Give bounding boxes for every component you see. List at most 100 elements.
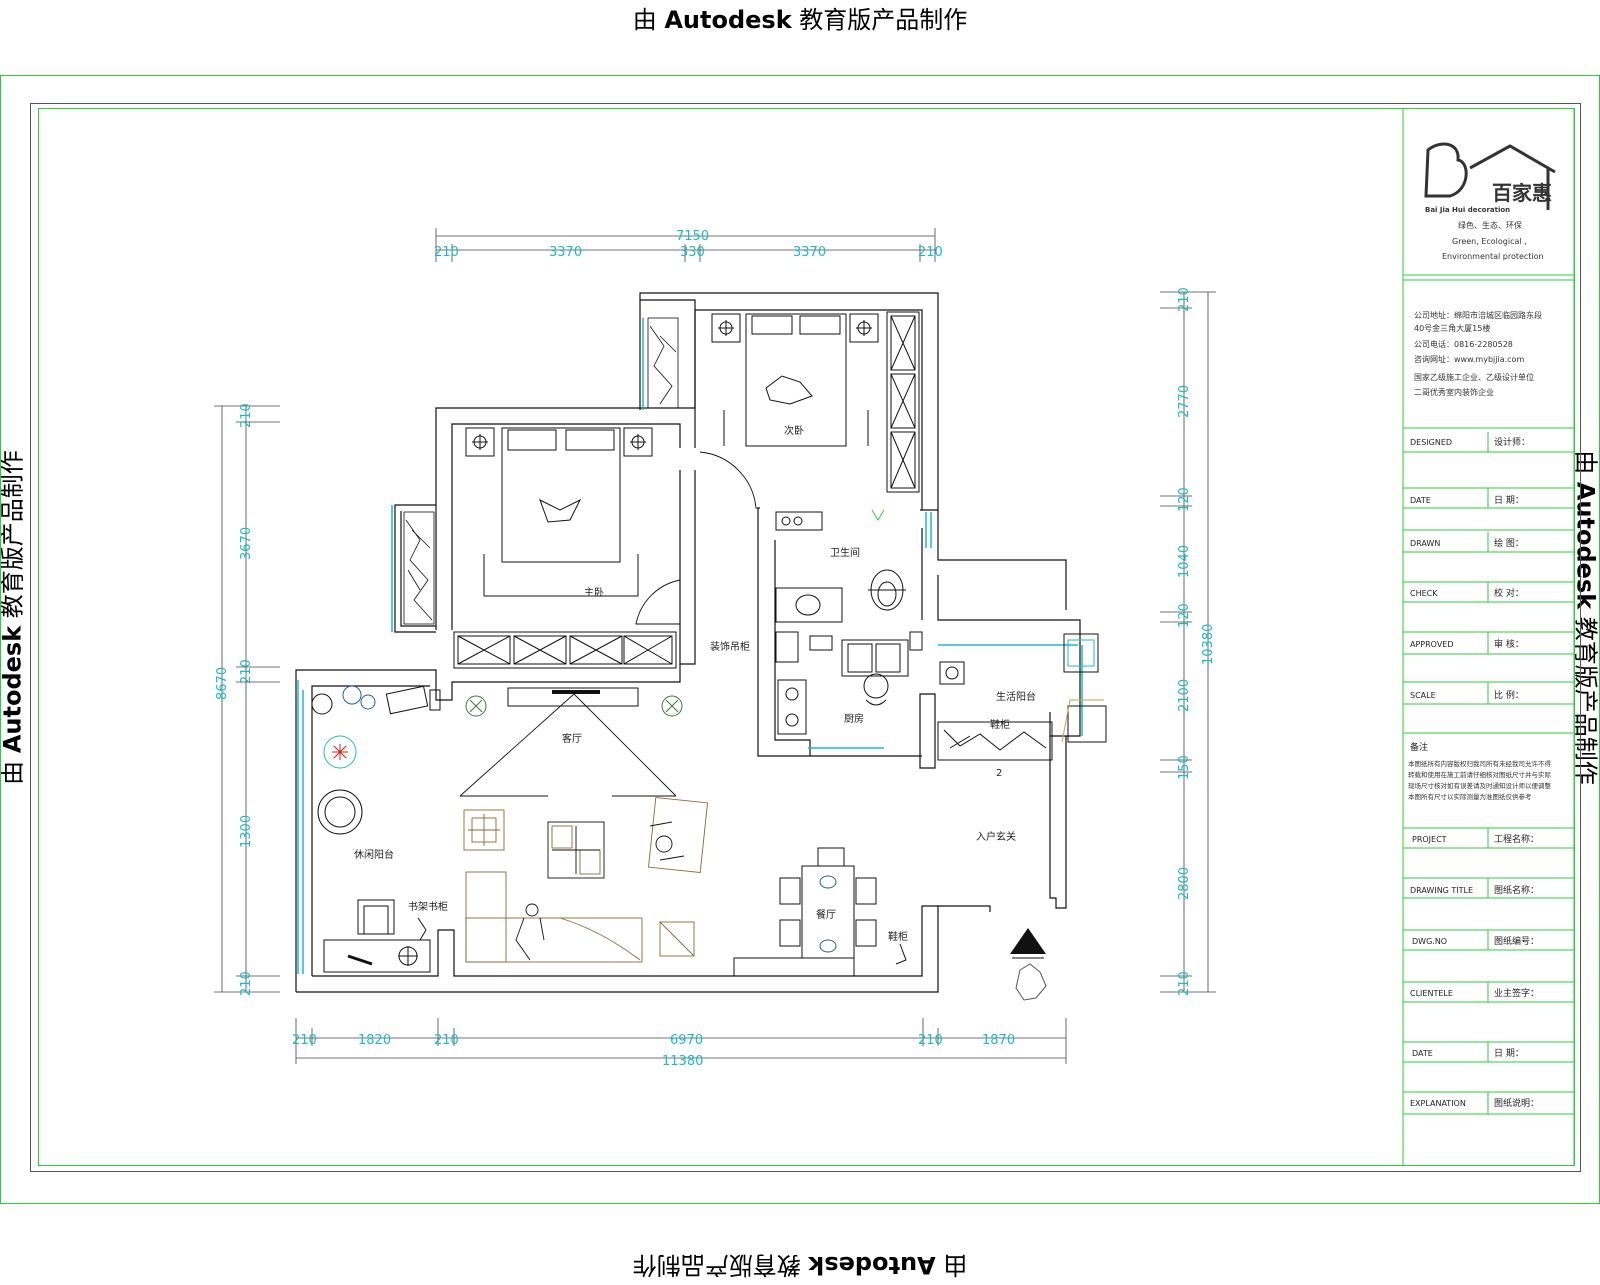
tb-value-designed: 设计师： [1494, 436, 1530, 448]
tv-screen [552, 690, 600, 694]
room-label-laundry-balcony: 生活阳台 [996, 690, 1036, 703]
entrance-arrow-icon [1010, 928, 1046, 1000]
dim-top-total: 7150 [676, 229, 709, 244]
dim-left-seg-2: 3670 [239, 527, 254, 560]
title-block-rows-1: DESIGNED 设计师： DATE 日 期： DRAWN 绘 图： CHECK… [1403, 432, 1574, 704]
tb-label-date-2: DATE [1412, 1049, 1433, 1058]
tb-value-drawing-title: 图纸名称： [1494, 884, 1539, 896]
doors [636, 452, 760, 624]
walls [296, 293, 1080, 992]
tb-label-designed: DESIGNED [1410, 438, 1452, 447]
company-address-2: 40号金三角大厦15楼 [1414, 323, 1490, 333]
dim-right-seg-1: 210 [1177, 287, 1192, 312]
room-label-bathroom: 卫生间 [830, 546, 860, 559]
tb-value-scale: 比 例： [1494, 689, 1524, 701]
dim-left-seg-3: 210 [239, 659, 254, 684]
label-tv-cabinet: 鞋柜 [888, 930, 908, 943]
dim-right-seg-6: 2100 [1177, 679, 1192, 712]
tb-label-scale: SCALE [1410, 691, 1436, 700]
dim-left-total: 8670 [215, 667, 230, 700]
dim-right-seg-5: 120 [1177, 603, 1192, 628]
kitchen-fixtures [776, 632, 964, 734]
tb-value-dwg-no: 图纸编号： [1494, 935, 1539, 947]
tb-value-project: 工程名称： [1494, 833, 1539, 845]
dim-right-seg-9: 210 [1177, 971, 1192, 996]
label-display-cabinet: 装饰吊柜 [710, 640, 750, 653]
dim-left-seg-4: 1300 [239, 815, 254, 848]
company-address-1: 公司地址：绵阳市涪城区临园路东段 [1414, 310, 1542, 320]
dining-table [734, 848, 876, 976]
tb-label-drawing-title: DRAWING TITLE [1410, 886, 1473, 895]
logo-name: 百家惠 [1492, 181, 1552, 205]
tb-value-approved: 审 核： [1494, 638, 1524, 650]
wardrobe-second [887, 312, 919, 492]
dim-right-total: 10380 [1201, 624, 1216, 665]
tb-value-date: 日 期： [1494, 495, 1524, 506]
living-room-furniture [460, 694, 708, 962]
tb-note-line-3: 现场尺寸核对如有误差请及时通知设计师以便调整 [1408, 781, 1552, 790]
tb-label-project: PROJECT [1412, 835, 1447, 844]
company-logo: 百家惠 Bai Jia Hui decoration 绿色、生态、环保 Gree… [1425, 144, 1555, 261]
tb-note-label: 备注 [1410, 741, 1428, 753]
master-bed [466, 428, 652, 596]
dim-right-seg-3: 120 [1177, 487, 1192, 512]
dim-bottom-seg-1: 210 [292, 1033, 317, 1048]
outer-gray-frame [31, 104, 1581, 1172]
tb-label-drawn: DRAWN [1410, 539, 1440, 548]
dim-bottom-seg-6: 1870 [982, 1033, 1015, 1048]
bathroom-fixtures [776, 510, 906, 622]
dim-bottom-seg-5: 210 [918, 1033, 943, 1048]
windows [298, 318, 1082, 974]
dim-left-seg-5: 210 [239, 971, 254, 996]
company-website: 咨询网址：www.mybjjia.com [1414, 354, 1524, 364]
dim-right-seg-7: 150 [1177, 755, 1192, 780]
tb-note-line-1: 本图纸所有内容版权归我司所有未经我司允许不得 [1408, 759, 1552, 768]
dim-right-seg-4: 1040 [1177, 545, 1192, 578]
dim-right-seg-8: 2800 [1177, 867, 1192, 900]
tb-label-approved: APPROVED [1410, 640, 1454, 649]
tb-value-drawn: 绘 图： [1494, 537, 1524, 549]
room-label-kitchen: 厨房 [844, 712, 864, 725]
room-label-second-bedroom: 次卧 [784, 424, 804, 437]
wardrobe-master [454, 632, 676, 668]
leisure-balcony-fixtures [312, 686, 430, 972]
label-cabinet-2: 2 [996, 768, 1002, 779]
logo-subtitle: Bai Jia Hui decoration [1425, 206, 1510, 214]
tb-note-line-4: 本图所有尺寸以实际测量为准图纸仅供参考 [1408, 792, 1532, 801]
tb-label-date: DATE [1410, 496, 1431, 505]
dim-bottom-seg-3: 210 [434, 1033, 459, 1048]
room-label-dining-room: 餐厅 [816, 908, 836, 921]
title-block: 百家惠 Bai Jia Hui decoration 绿色、生态、环保 Gree… [1403, 108, 1574, 1165]
tb-value-explanation: 图纸说明： [1494, 1097, 1539, 1109]
dim-bottom-seg-4: 6970 [670, 1033, 703, 1048]
logo-slogan-cn: 绿色、生态、环保 [1458, 220, 1522, 230]
company-phone: 公司电话：0816-2280528 [1414, 339, 1513, 349]
room-label-leisure-balcony: 休闲阳台 [354, 848, 394, 861]
dim-bottom-total: 11380 [662, 1054, 703, 1069]
dim-left-seg-1: 210 [239, 403, 254, 428]
room-label-living-room: 客厅 [562, 732, 582, 745]
dim-top-seg-2: 3370 [549, 245, 582, 260]
room-label-entrance: 入户玄关 [976, 830, 1016, 843]
dim-right-seg-2: 2770 [1177, 385, 1192, 418]
inner-green-frame [39, 109, 1575, 1166]
company-qualification: 国家乙级施工企业、乙级设计单位 [1414, 372, 1534, 382]
entry-door-swing [896, 944, 906, 964]
label-shoe-cabinet-top: 鞋柜 [990, 718, 1010, 731]
dim-top-seg-1: 210 [434, 245, 459, 260]
tb-value-clientele: 业主签字： [1494, 987, 1539, 999]
tb-label-check: CHECK [1410, 589, 1438, 598]
logo-slogan-en-2: Environmental protection [1442, 252, 1544, 261]
label-book-shelf: 书架书柜 [408, 900, 448, 913]
tb-note-line-2: 转载和使用在施工前请仔细核对图纸尺寸并与实际 [1408, 770, 1552, 779]
balcony-marble-right [648, 318, 678, 408]
tb-value-date-2: 日 期： [1494, 1048, 1524, 1059]
dim-bottom-seg-2: 1820 [358, 1033, 391, 1048]
tb-label-explanation: EXPLANATION [1410, 1099, 1466, 1108]
room-label-master-bedroom: 主卧 [584, 586, 604, 599]
logo-slogan-en-1: Green, Ecological , [1452, 237, 1527, 246]
tb-label-dwg-no: DWG.NO [1412, 937, 1447, 946]
dim-top-seg-4: 3370 [793, 245, 826, 260]
tb-label-clientele: CLIENTELE [1410, 989, 1453, 998]
